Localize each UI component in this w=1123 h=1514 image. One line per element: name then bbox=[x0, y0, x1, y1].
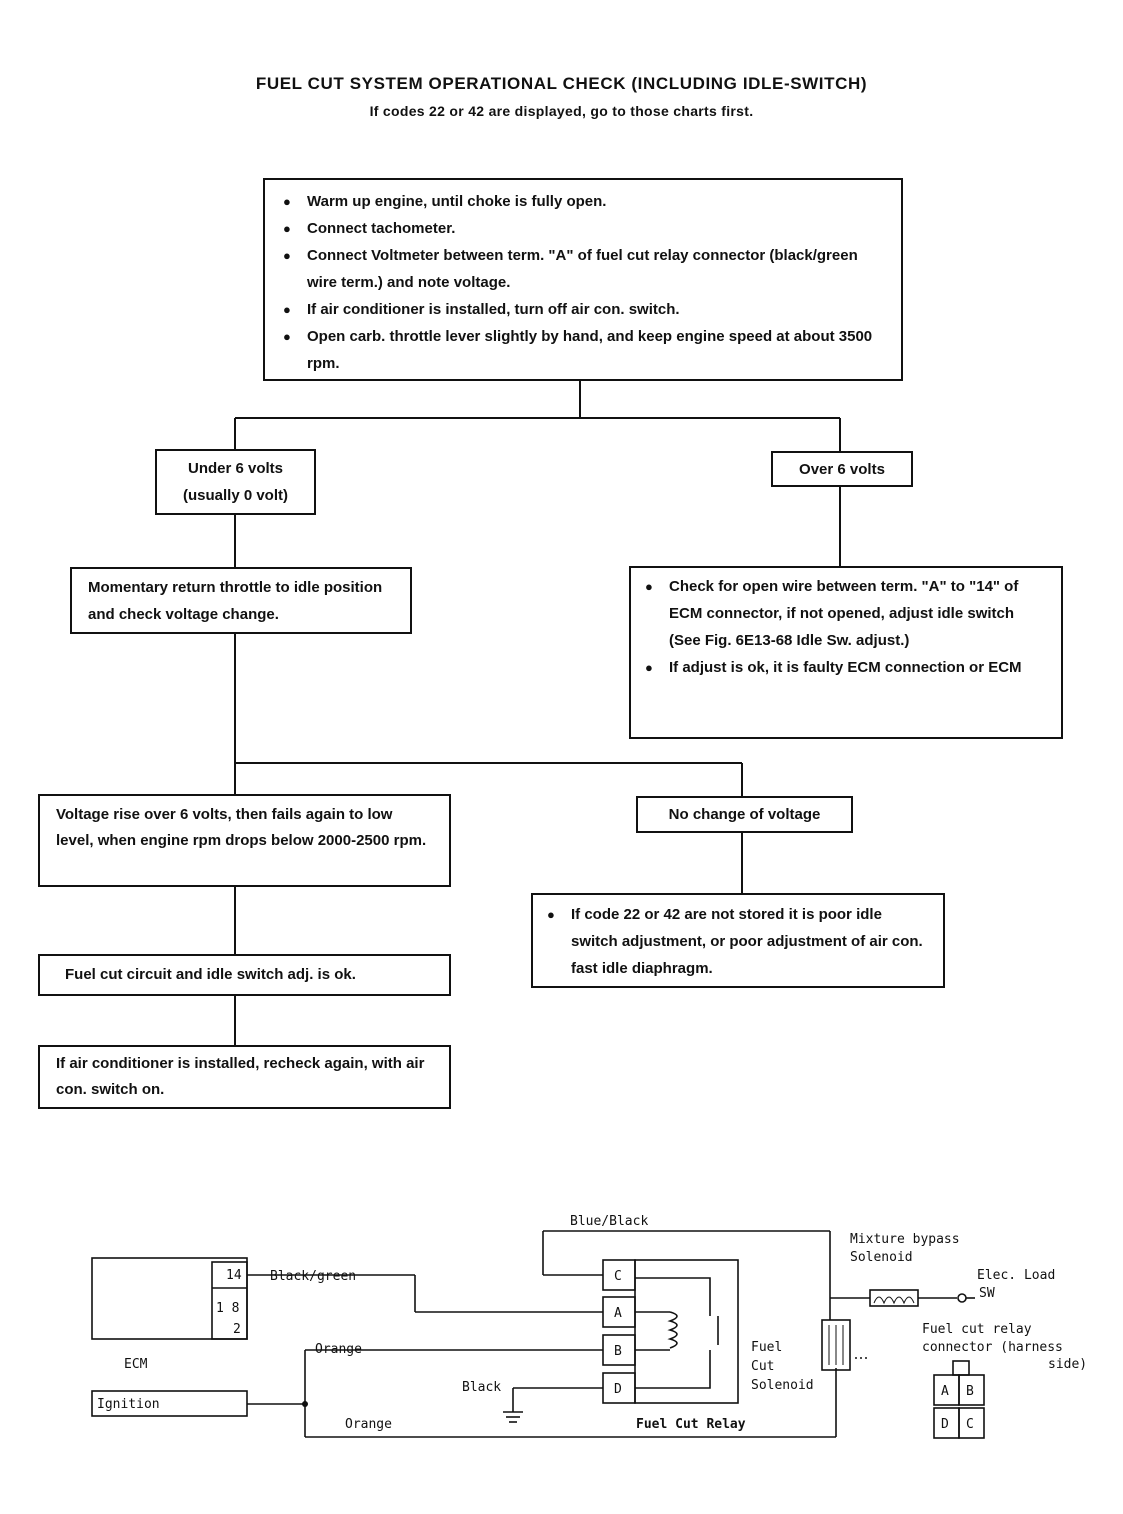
elec-load-label-2: SW bbox=[979, 1286, 995, 1301]
over-6-step: If adjust is ok, it is faulty ECM connec… bbox=[643, 654, 1049, 681]
blue-black-label: Blue/Black bbox=[570, 1214, 648, 1229]
connector-label-3: side) bbox=[1048, 1357, 1087, 1372]
start-step: Connect tachometer. bbox=[281, 215, 885, 242]
orange-top-label: Orange bbox=[315, 1342, 362, 1357]
flowchart-connectors bbox=[234, 381, 841, 1045]
connector-key bbox=[952, 1360, 970, 1376]
relay-term-a: A bbox=[614, 1306, 622, 1321]
no-change-box: No change of voltage bbox=[636, 796, 853, 833]
connector-cell-c bbox=[958, 1407, 985, 1439]
ignition-label: Ignition bbox=[97, 1397, 160, 1412]
start-step: If air conditioner is installed, turn of… bbox=[281, 296, 885, 323]
relay-contact-arm bbox=[635, 1277, 711, 1316]
start-step: Connect Voltmeter between term. "A" of f… bbox=[281, 242, 885, 296]
ecm-pin-18: 1 8 bbox=[216, 1301, 239, 1316]
connector-label-1: Fuel cut relay bbox=[922, 1322, 1032, 1337]
ignition-junction bbox=[302, 1401, 308, 1407]
page-subtitle: If codes 22 or 42 are displayed, go to t… bbox=[369, 103, 754, 119]
connector-term-d: D bbox=[941, 1417, 949, 1432]
start-step: Warm up engine, until choke is fully ope… bbox=[281, 188, 885, 215]
relay-term-d: D bbox=[614, 1382, 622, 1397]
ecm-pin-14: 14 bbox=[226, 1268, 242, 1283]
ecm-pin-block bbox=[211, 1261, 248, 1340]
over-6-step: Check for open wire between term. "A" to… bbox=[643, 573, 1049, 654]
momentary-return-box: Momentary return throttle to idle positi… bbox=[70, 567, 412, 634]
elec-load-label-1: Elec. Load bbox=[977, 1268, 1055, 1283]
relay-switch-lead bbox=[635, 1350, 711, 1389]
no-change-step: If code 22 or 42 are not stored it is po… bbox=[545, 901, 931, 982]
connector-term-a: A bbox=[941, 1384, 949, 1399]
recheck-box: If air conditioner is installed, recheck… bbox=[38, 1045, 451, 1109]
fuel-cut-sol-label-3: Solenoid bbox=[751, 1378, 814, 1393]
black-label: Black bbox=[462, 1380, 501, 1395]
voltage-rise-box: Voltage rise over 6 volts, then fails ag… bbox=[38, 794, 451, 887]
black-green-label: Black/green bbox=[270, 1269, 356, 1284]
elec-load-switch bbox=[957, 1293, 967, 1303]
relay-term-c: C bbox=[614, 1269, 622, 1284]
over-6-volts-box: Over 6 volts bbox=[771, 451, 913, 487]
relay-body bbox=[634, 1259, 739, 1404]
connector-term-c: C bbox=[966, 1417, 974, 1432]
orange-bottom-label: Orange bbox=[345, 1417, 392, 1432]
connector-cell-b bbox=[958, 1374, 985, 1406]
ecm-label: ECM bbox=[124, 1357, 148, 1372]
start-steps-box: Warm up engine, until choke is fully ope… bbox=[263, 178, 903, 381]
ecm-box bbox=[91, 1257, 248, 1340]
connector-label-2: connector (harness bbox=[922, 1340, 1063, 1355]
fuel-cut-sol-label-2: Cut bbox=[751, 1359, 774, 1374]
fuel-cut-solenoid bbox=[821, 1319, 851, 1371]
mixture-bypass-label-2: Solenoid bbox=[850, 1250, 913, 1265]
start-step: Open carb. throttle lever slightly by ha… bbox=[281, 323, 885, 377]
no-change-steps-box: If code 22 or 42 are not stored it is po… bbox=[531, 893, 945, 988]
ecm-pin-2: 2 bbox=[233, 1322, 241, 1337]
over-6-steps-box: Check for open wire between term. "A" to… bbox=[629, 566, 1063, 739]
relay-coil bbox=[667, 1311, 678, 1349]
fuel-cut-sol-label-1: Fuel bbox=[751, 1340, 782, 1355]
page-title: FUEL CUT SYSTEM OPERATIONAL CHECK (INCLU… bbox=[255, 74, 868, 93]
fuel-cut-ok-box: Fuel cut circuit and idle switch adj. is… bbox=[38, 954, 451, 996]
connector-term-b: B bbox=[966, 1384, 974, 1399]
mixture-bypass-label-1: Mixture bypass bbox=[850, 1232, 960, 1247]
relay-term-b: B bbox=[614, 1344, 622, 1359]
relay-label: Fuel Cut Relay bbox=[636, 1417, 746, 1432]
under-6-volts-box: Under 6 volts (usually 0 volt) bbox=[155, 449, 316, 515]
ground-symbol-icon bbox=[503, 1411, 523, 1423]
